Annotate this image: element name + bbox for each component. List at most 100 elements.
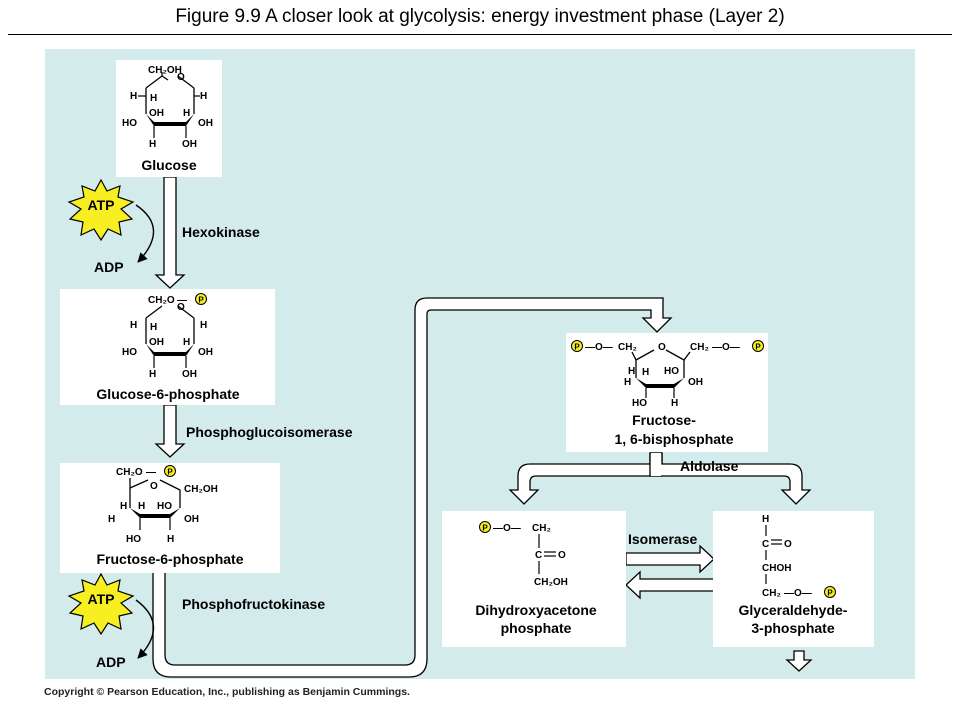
atp-to-adp-curve-2 [135, 599, 155, 659]
molecule-fructose-1-6-bisphosphate: P —O— CH₂ O CH₂ —O— P H H HO H OH HO H F… [566, 333, 768, 452]
phosphate-symbol: P [827, 589, 833, 598]
chem-ch2oh: CH₂OH [148, 65, 182, 76]
title-rule [8, 34, 952, 35]
phosphate-symbol: P [482, 524, 488, 533]
figure-title: Figure 9.9 A closer look at glycolysis: … [175, 6, 785, 27]
molecule-glucose: CH₂OH O H H H OH H HO OH H OH Glucose [116, 60, 222, 177]
chem-ho: HO [126, 534, 141, 545]
ring-oxygen: O [177, 72, 185, 83]
arrow-g6p-to-f6p [154, 404, 186, 458]
chem-c: C [762, 539, 769, 550]
adp-label-2: ADP [96, 654, 126, 670]
label-dhap-1: Dihydroxyacetone [475, 602, 597, 618]
chem-oh: OH [198, 347, 213, 358]
atp-label: ATP [88, 591, 115, 607]
chem-ch2: CH₂ [690, 342, 709, 353]
chem-dash-o: —O— [784, 588, 812, 599]
enzyme-hexokinase: Hexokinase [182, 224, 260, 240]
phosphate-symbol: P [755, 343, 761, 352]
enzyme-isomerase: Isomerase [628, 531, 697, 547]
label-g3p-2: 3-phosphate [751, 620, 834, 636]
label-dhap-2: phosphate [501, 620, 572, 636]
phosphate-symbol: P [167, 468, 173, 477]
chem-ch2: CH₂ [532, 523, 551, 534]
chem-h: H [642, 367, 649, 378]
chem-h: H [183, 337, 190, 348]
chem-ch2oh: CH₂OH [184, 484, 218, 495]
arrow-aldolase-split [508, 452, 812, 505]
chem-h: H [149, 369, 156, 380]
phosphate-symbol: P [198, 296, 204, 305]
chem-choh: CHOH [762, 563, 791, 574]
chem-h: H [149, 139, 156, 150]
chem-o: O [558, 550, 566, 561]
ring-oxygen: O [177, 302, 185, 313]
label-glucose-6-phosphate: Glucose-6-phosphate [96, 386, 239, 402]
chem-h: H [138, 501, 145, 512]
chem-oh: OH [149, 337, 164, 348]
chem-dash-o: —O— [493, 523, 521, 534]
enzyme-phosphofructokinase: Phosphofructokinase [182, 596, 325, 612]
arrow-g3p-continue [785, 650, 813, 672]
chem-h: H [120, 501, 127, 512]
isomerase-reverse-arrow [625, 570, 715, 600]
chem-ch2oh: CH₂OH [534, 577, 568, 588]
chem-ch2o: CH₂O [148, 295, 175, 306]
label-g3p-1: Glyceraldehyde- [739, 602, 848, 618]
copyright-notice: Copyright © Pearson Education, Inc., pub… [44, 686, 410, 698]
molecule-glucose-6-phosphate: CH₂O — P O H H H OH H HO OH H OH Glucose… [60, 289, 275, 405]
chem-oh: OH [198, 118, 213, 129]
ring-oxygen: O [658, 342, 666, 353]
chem-h: H [167, 534, 174, 545]
phosphate-symbol: P [574, 343, 580, 352]
chem-oh: OH [182, 369, 197, 380]
chem-h: H [130, 91, 137, 102]
label-fructose-6-phosphate: Fructose-6-phosphate [96, 551, 243, 567]
chem-h: H [108, 514, 115, 525]
enzyme-phosphoglucoisomerase: Phosphoglucoisomerase [186, 424, 353, 440]
label-fructose-bisphosphate-1: Fructose- [632, 412, 696, 428]
arrow-f6p-to-fbp [152, 297, 673, 678]
isomerase-forward-arrow [625, 544, 715, 574]
molecule-glyceraldehyde-3-phosphate: H C O CHOH CH₂ —O— P Glyceraldehyde- 3-p… [713, 511, 874, 647]
molecule-fructose-6-phosphate: CH₂O — P O CH₂OH H H HO H OH HO H Fructo… [60, 463, 280, 573]
chem-h: H [150, 93, 157, 104]
label-fructose-bisphosphate-2: 1, 6-bisphosphate [614, 431, 733, 447]
enzyme-aldolase: Aldolase [680, 458, 739, 474]
chem-h: H [200, 91, 207, 102]
chem-h: H [628, 366, 635, 377]
chem-oh: OH [688, 377, 703, 388]
chem-ho: HO [157, 501, 172, 512]
chem-dash-o: —O— [712, 342, 740, 353]
chem-o: O [784, 539, 792, 550]
chem-ho: HO [664, 366, 679, 377]
chem-ch2: CH₂ [762, 588, 781, 599]
atp-label: ATP [88, 197, 115, 213]
chem-oh: OH [182, 139, 197, 150]
atp-burst-2: ATP [67, 572, 135, 636]
chem-h: H [183, 108, 190, 119]
chem-h: H [624, 377, 631, 388]
chem-ho: HO [122, 118, 137, 129]
ring-oxygen: O [150, 481, 158, 492]
adp-label-1: ADP [94, 259, 124, 275]
chem-dash: — [146, 467, 156, 478]
chem-h: H [200, 320, 207, 331]
chem-oh: OH [149, 108, 164, 119]
chem-dash: — [177, 295, 187, 306]
molecule-dihydroxyacetone-phosphate: P —O— CH₂ C O CH₂OH Dihydroxyacetone pho… [442, 511, 626, 647]
chem-ho: HO [122, 347, 137, 358]
chem-ho: HO [632, 398, 647, 409]
chem-h: H [150, 322, 157, 333]
chem-ch2o: CH₂O [116, 467, 143, 478]
chem-ch2: CH₂ [618, 342, 637, 353]
chem-h: H [671, 398, 678, 409]
atp-burst-1: ATP [67, 178, 135, 242]
atp-to-adp-curve-1 [135, 204, 155, 263]
chem-oh: OH [184, 514, 199, 525]
label-glucose: Glucose [141, 157, 196, 173]
chem-c: C [535, 550, 542, 561]
arrow-glucose-to-g6p [154, 176, 186, 289]
chem-h: H [130, 320, 137, 331]
